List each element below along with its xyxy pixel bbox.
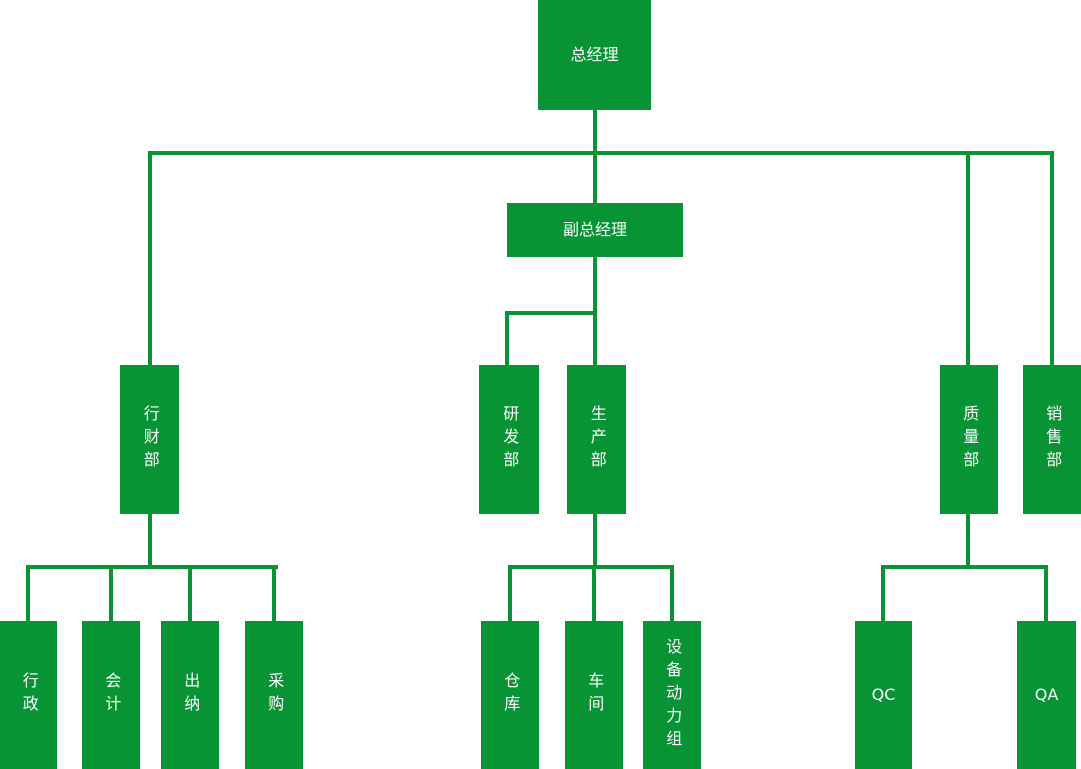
node-qc[interactable]: QC	[855, 621, 912, 769]
connector-admin-finance-trunk	[148, 513, 152, 569]
connector-mid-bottom-horizontal	[508, 565, 674, 569]
connector-production-trunk	[593, 514, 597, 569]
connector-gm-trunk	[593, 110, 597, 155]
connector-left-bottom-horizontal	[26, 565, 278, 569]
node-quality-dept[interactable]: 质量部	[940, 365, 998, 514]
node-general-manager-label: 总经理	[570, 44, 619, 64]
node-production-dept[interactable]: 生产部	[567, 365, 626, 514]
node-deputy-general-manager[interactable]: 副总经理	[507, 203, 683, 257]
connector-deputy-branch-horizontal	[505, 311, 597, 315]
node-cashier[interactable]: 出纳	[161, 621, 219, 769]
node-rd-dept[interactable]: 研发部	[479, 365, 539, 514]
connector-drop-qa	[1044, 565, 1048, 621]
connector-drop-workshop	[592, 565, 596, 621]
connector-drop-equipment	[670, 565, 674, 621]
node-deputy-general-manager-label: 副总经理	[562, 219, 627, 239]
node-admin-finance-dept[interactable]: 行财部	[120, 365, 179, 514]
node-general-manager[interactable]: 总经理	[538, 0, 651, 110]
node-procurement-label: 采购	[265, 672, 285, 718]
node-cashier-label: 出纳	[181, 672, 201, 718]
node-admin-finance-dept-label: 行财部	[140, 405, 160, 474]
node-equipment-power-group[interactable]: 设备动力组	[643, 621, 701, 769]
connector-drop-quality	[966, 151, 970, 365]
node-qa-label: QA	[1034, 684, 1059, 704]
node-workshop[interactable]: 车间	[565, 621, 623, 769]
connector-drop-deputy-gm	[593, 151, 597, 203]
node-accounting[interactable]: 会计	[82, 621, 140, 769]
node-qc-label: QC	[871, 684, 896, 704]
node-workshop-label: 车间	[585, 672, 605, 718]
node-sales-dept[interactable]: 销售部	[1023, 365, 1081, 514]
node-qa[interactable]: QA	[1017, 621, 1076, 769]
connector-drop-administration	[26, 565, 30, 621]
node-equipment-power-group-label: 设备动力组	[663, 637, 683, 753]
connector-drop-procurement	[272, 565, 276, 621]
connector-right-bottom-horizontal	[881, 565, 1048, 569]
connector-drop-sales	[1050, 151, 1054, 365]
node-warehouse-label: 仓库	[501, 672, 521, 718]
node-warehouse[interactable]: 仓库	[481, 621, 539, 769]
node-sales-dept-label: 销售部	[1043, 405, 1063, 474]
node-production-dept-label: 生产部	[587, 405, 607, 474]
connector-drop-admin-finance	[148, 151, 152, 365]
connector-main-horizontal	[148, 151, 1054, 155]
connector-drop-accounting	[109, 565, 113, 621]
connector-drop-cashier	[188, 565, 192, 621]
node-procurement[interactable]: 采购	[245, 621, 303, 769]
connector-quality-trunk	[966, 514, 970, 569]
node-administration[interactable]: 行政	[0, 621, 57, 769]
connector-drop-rd	[505, 311, 509, 365]
connector-drop-qc	[881, 565, 885, 621]
node-administration-label: 行政	[19, 672, 39, 718]
node-quality-dept-label: 质量部	[960, 405, 980, 474]
connector-drop-warehouse	[508, 565, 512, 621]
node-rd-dept-label: 研发部	[500, 405, 520, 474]
node-accounting-label: 会计	[102, 672, 122, 718]
